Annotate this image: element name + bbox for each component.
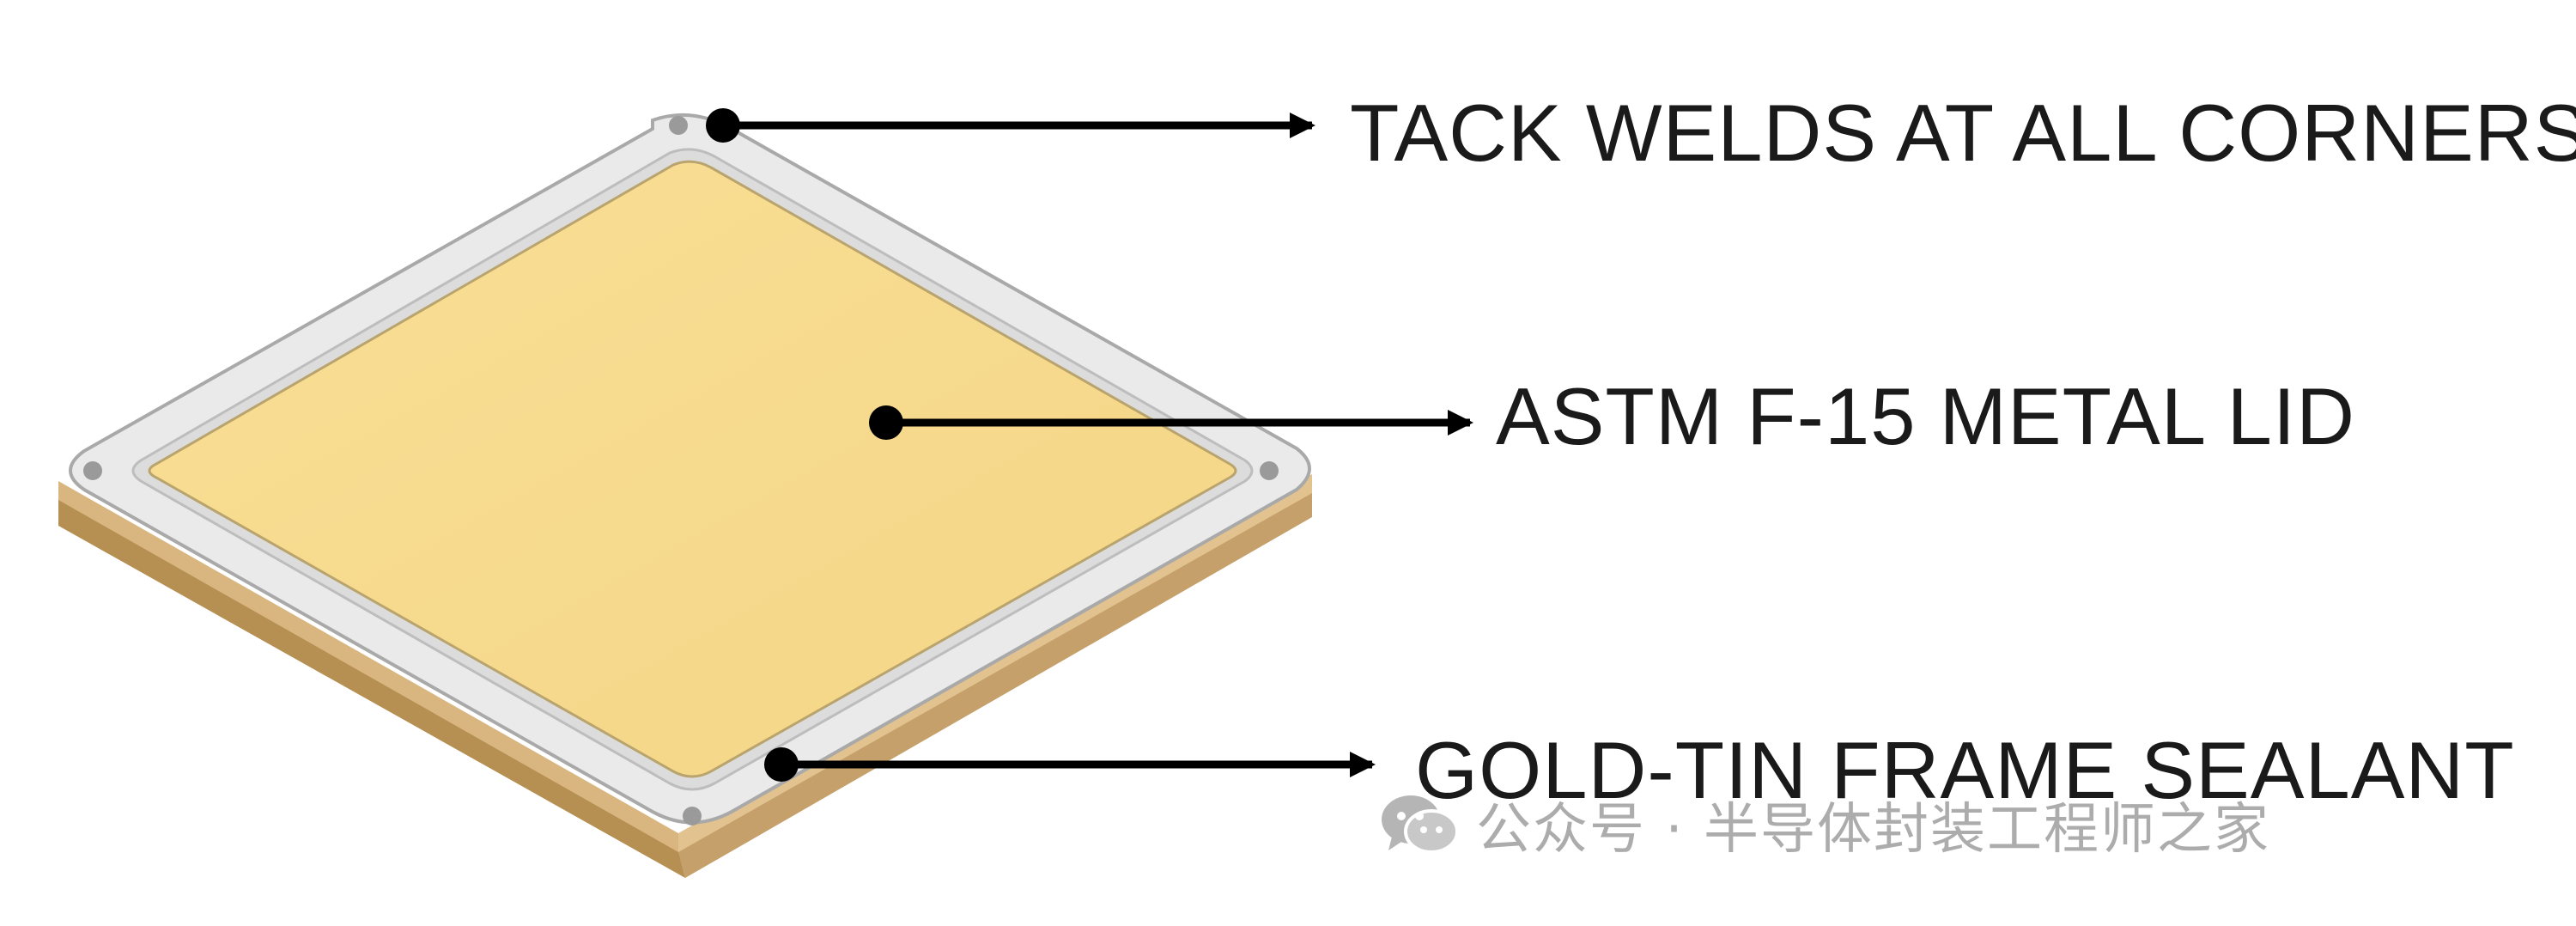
tack-welds-label: TACK WELDS AT ALL CORNERS — [1350, 88, 2576, 178]
tack-weld-left — [83, 461, 102, 480]
frame-sealant-label: GOLD-TIN FRAME SEALANT — [1415, 725, 2515, 815]
callout-arrows — [706, 108, 1473, 782]
metal-lid — [148, 160, 1237, 778]
tack-weld-bottom — [683, 807, 702, 825]
tack-weld-right — [1260, 461, 1279, 480]
tack-weld-top — [669, 116, 688, 135]
metal-lid-label: ASTM F-15 METAL LID — [1496, 371, 2355, 461]
wechat-icon — [1382, 795, 1459, 854]
watermark-text: 公众号 · 半导体封装工程师之家 — [1476, 798, 2271, 862]
watermark: 公众号 · 半导体封装工程师之家 — [1378, 783, 2270, 866]
